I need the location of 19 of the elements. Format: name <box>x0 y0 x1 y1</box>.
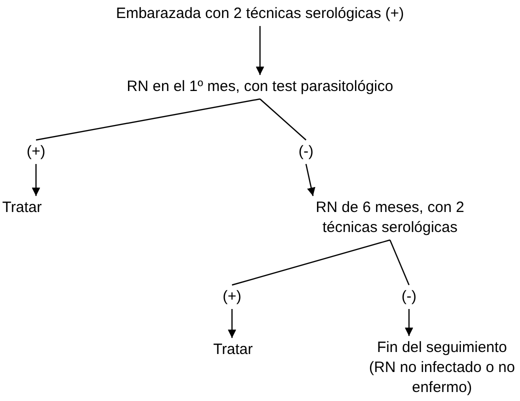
node-text: Fin del seguimiento (RN no infectado o no enfermo) <box>367 338 517 398</box>
node-text: Tratar <box>0 198 45 218</box>
arrow <box>228 309 236 338</box>
arrow <box>404 309 414 336</box>
arrow <box>305 164 316 196</box>
arrow <box>256 26 264 75</box>
connector-line <box>260 98 306 140</box>
connector-line <box>232 239 390 286</box>
node-text: (+) <box>212 287 252 307</box>
node-text: RN en el 1º mes, con test parasitológico <box>50 77 470 97</box>
node-text: Embarazada con 2 técnicas serológicas (+) <box>50 4 470 24</box>
node-text: (+) <box>16 142 56 162</box>
node-text: (-) <box>286 142 326 162</box>
arrow <box>32 164 40 196</box>
node-text: Tratar <box>208 340 258 360</box>
node-text: (-) <box>389 287 429 307</box>
connector-line <box>36 98 260 141</box>
connector-line <box>389 240 410 286</box>
node-text: RN de 6 meses, con 2 técnicas serológicas <box>305 198 475 238</box>
